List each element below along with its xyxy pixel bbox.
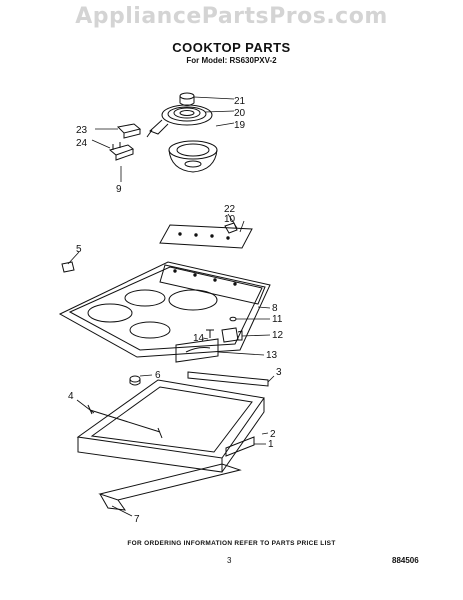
- callout-9: 9: [116, 184, 122, 195]
- callout-20: 20: [234, 108, 246, 119]
- callout-21: 21: [234, 96, 246, 107]
- reflector-bowl: [168, 140, 218, 173]
- receptacle: [116, 123, 142, 139]
- side-bracket: [225, 436, 255, 457]
- bottom-panel: [98, 463, 242, 511]
- callout-8: 8: [272, 303, 278, 314]
- leader-lines: [67, 96, 275, 517]
- burner-box: [76, 379, 265, 473]
- callout-5: 5: [76, 244, 82, 255]
- callout-6: 6: [155, 370, 161, 381]
- grommet: [129, 375, 141, 386]
- callout-22: 22: [224, 204, 236, 215]
- element-knob: [179, 92, 195, 106]
- callout-10: 10: [224, 214, 236, 225]
- model-subtitle: For Model: RS630PXV-2: [186, 56, 277, 65]
- spacer: [229, 316, 237, 322]
- callout-23: 23: [76, 125, 88, 136]
- terminal-block: [108, 142, 135, 161]
- callout-19: 19: [234, 120, 246, 131]
- cooktop-top: [58, 261, 271, 358]
- control-panel: [159, 224, 253, 249]
- switch-bracket: [175, 338, 219, 363]
- corner-bracket: [61, 261, 75, 273]
- document-code: 884506: [392, 556, 419, 565]
- callout-12: 12: [272, 330, 284, 341]
- infinite-switch: [221, 327, 243, 343]
- ordering-note: FOR ORDERING INFORMATION REFER TO PARTS …: [127, 540, 336, 547]
- callout-3: 3: [276, 367, 282, 378]
- callout-13: 13: [266, 350, 278, 361]
- watermark: AppliancePartsPros.com: [75, 4, 388, 29]
- callout-2: 2: [270, 429, 276, 440]
- callout-7: 7: [134, 514, 140, 525]
- callout-1: 1: [268, 439, 274, 450]
- panel-insert: [224, 222, 238, 234]
- page-number: 3: [227, 556, 232, 565]
- front-bracket: [187, 371, 269, 387]
- surface-element: [146, 104, 213, 138]
- page-title: COOKTOP PARTS: [172, 40, 291, 55]
- screw: [206, 329, 214, 338]
- callout-4: 4: [68, 391, 74, 402]
- callout-14: 14: [193, 333, 205, 344]
- callout-11: 11: [272, 314, 283, 325]
- callout-24: 24: [76, 138, 88, 149]
